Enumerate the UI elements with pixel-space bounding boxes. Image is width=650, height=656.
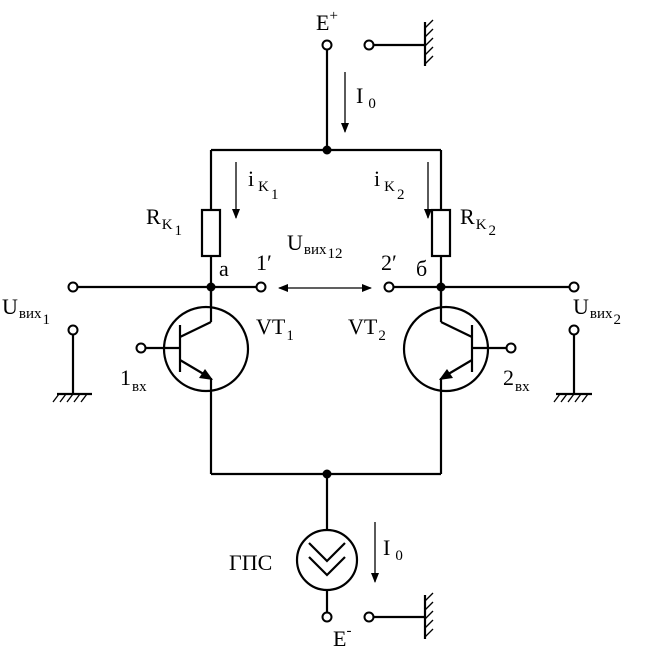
node-a-label: a — [219, 256, 229, 281]
transistor-vt1 — [146, 287, 250, 474]
node-b-label: б — [416, 256, 427, 281]
positive-supply-terminal — [321, 39, 333, 51]
top-ground-icon — [374, 19, 434, 66]
ground-icon-right — [553, 335, 592, 403]
supply-wiring — [209, 50, 443, 322]
transistor-vt2-label: VT2 — [348, 314, 386, 344]
output-ground-terminal-left — [67, 324, 79, 336]
output-terminal-left — [67, 281, 79, 293]
bottom-ground-icon — [374, 592, 434, 639]
output-terminal-2prime — [383, 281, 395, 293]
input-2-label: 2вх — [503, 365, 530, 395]
emitter-wiring — [211, 469, 441, 612]
output-right-label: Uвих2 — [573, 294, 621, 328]
input-1-label: 1вх — [120, 365, 147, 395]
current-source-icon — [295, 528, 359, 592]
output-terminal-right — [568, 281, 580, 293]
ground-icon-left — [52, 335, 92, 403]
transistor-vt2 — [402, 287, 506, 474]
positive-supply-label: E+ — [316, 8, 338, 35]
terminal-1prime-label: 1′ — [256, 250, 272, 275]
negative-supply-terminal — [321, 611, 333, 623]
input-terminal-2 — [505, 342, 517, 354]
resistor-rk2 — [430, 208, 452, 258]
current-source-label: ГПС — [229, 550, 272, 575]
output-ground-terminal-right — [568, 324, 580, 336]
top-ground-terminal — [363, 39, 375, 51]
top-junction-dot — [322, 145, 332, 155]
transistor-vt1-label: VT1 — [256, 314, 294, 344]
resistor-rk1 — [200, 208, 222, 258]
bottom-ground-terminal — [363, 611, 375, 623]
terminal-2prime-label: 2′ — [381, 250, 397, 275]
output-wiring — [78, 282, 569, 292]
differential-output-label: Uвих12 — [287, 230, 343, 262]
output-terminal-1prime — [255, 281, 267, 293]
input-terminal-1 — [135, 342, 147, 354]
output-left-label: Uвих1 — [2, 294, 50, 328]
negative-supply-label: E- — [333, 623, 351, 651]
